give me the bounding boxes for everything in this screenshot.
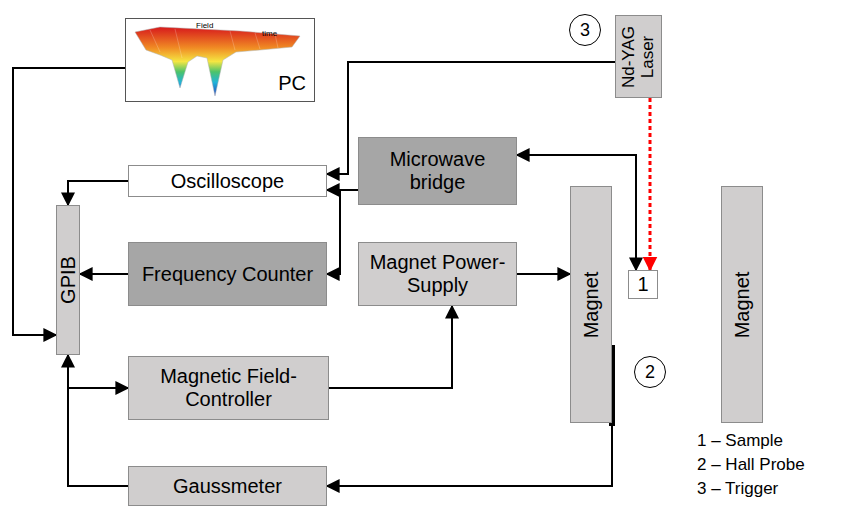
signal-connector [68,355,128,486]
bus-box: GPIB [56,205,80,355]
signal-connector [327,423,612,486]
spectrum-surface [135,27,300,96]
node-text: Magnet Power-Supply [359,251,516,297]
signal-connector [80,273,128,275]
axis-label: time [262,29,277,38]
callout-number: 3 [569,14,601,46]
process-box: Magnet Power-Supply [358,242,517,306]
signal-connector [517,273,570,275]
node-text: 3 [576,20,594,41]
node-text: 1 [633,273,652,296]
magnet-pole: Magnet [721,186,763,423]
laser-box: Nd-YAG Laser [615,15,662,98]
process-box: Oscilloscope [128,165,327,197]
process-box: Gaussmeter [128,466,327,506]
node-text: Gaussmeter [169,475,286,498]
process-box: Microwave bridge [358,137,517,205]
signal-connector [329,306,452,388]
legend-note: 3 – Trigger [697,479,778,499]
node-text: GPIB [57,256,80,304]
signal-connector [68,355,128,388]
node-text: Magnet [580,271,603,338]
node-text: Microwave bridge [359,148,516,194]
sample-box: 1 [628,270,658,299]
signal-connector [68,181,128,205]
node-text: Magnet [731,271,754,338]
signal-connector [13,68,125,335]
pc-box: PC [125,18,315,102]
magnet-pole: Magnet [570,186,612,423]
callout-number: 2 [634,356,666,388]
laser-beam [649,98,652,270]
axis-label: Field [196,21,213,30]
signal-connector [327,190,358,274]
legend-note: 1 – Sample [697,431,783,451]
process-box: Magnetic Field-Controller [128,356,329,420]
node-text: Nd-YAG Laser [620,18,657,96]
legend-note: 2 – Hall Probe [697,455,805,475]
node-text: 2 [641,362,659,383]
surface-grid [150,29,278,58]
node-text: Magnetic Field-Controller [129,365,328,411]
node-text: Frequency Counter [138,263,317,286]
process-box: Frequency Counter [128,242,327,306]
node-text: PC [278,72,314,101]
node-text: Oscilloscope [167,170,288,193]
